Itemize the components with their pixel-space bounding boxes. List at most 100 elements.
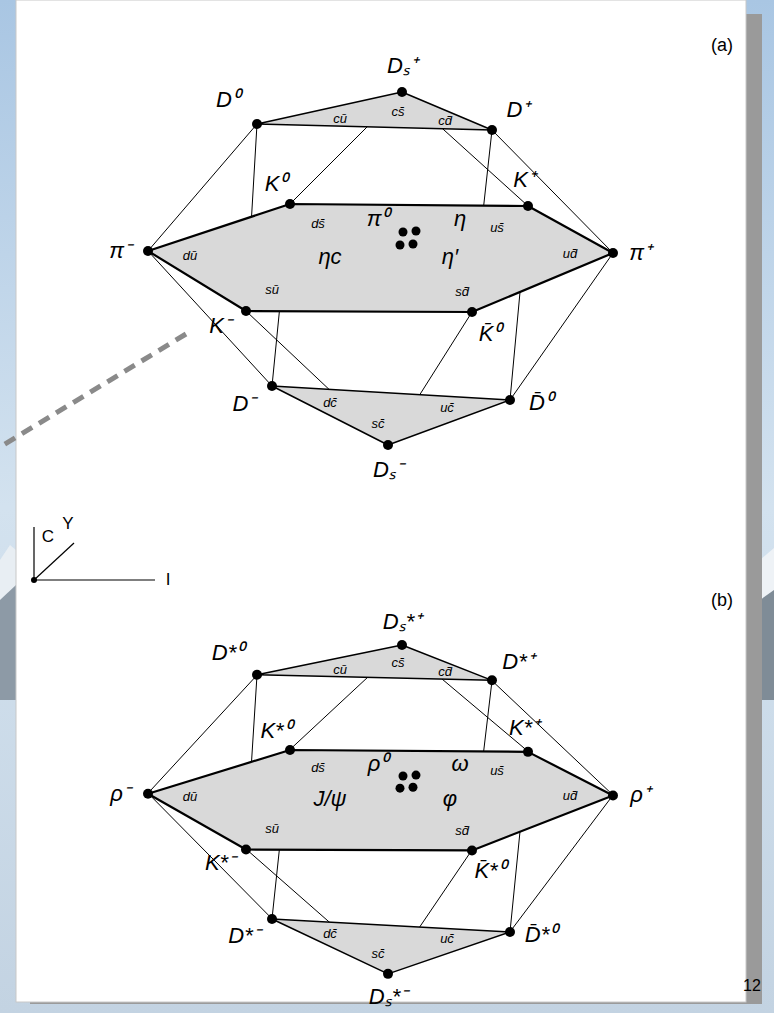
meson-dot — [608, 248, 618, 258]
meson-dot — [411, 770, 420, 779]
plane-outline — [248, 636, 501, 689]
meson-dot — [285, 744, 295, 754]
meson-dot — [487, 125, 497, 135]
meson-label: K⁰ — [265, 171, 288, 196]
meson-name: J/ψ — [313, 786, 346, 811]
plane-shape — [272, 386, 510, 445]
meson-dot — [395, 783, 404, 792]
quark-content: cd̄ — [438, 114, 452, 129]
quark-content: sū — [265, 283, 279, 298]
meson-label: K*⁻ — [205, 850, 235, 875]
axis-label: I — [166, 570, 171, 590]
meson-name: ω — [451, 751, 468, 776]
meson-dot — [397, 640, 407, 650]
axis-y — [34, 543, 74, 580]
quark-content: dc̄ — [323, 396, 337, 411]
quark-content: cd̄ — [438, 665, 452, 680]
charm-plane: cū cs̄ cd̄ — [248, 83, 501, 139]
meson-name: η′ — [442, 244, 458, 269]
meson-label: π⁻ — [109, 238, 131, 263]
page-number: 12 — [743, 977, 761, 995]
quark-content: us̄ — [490, 221, 504, 236]
meson-label: D*⁻ — [228, 923, 259, 948]
meson-dot — [523, 746, 533, 756]
mountain — [760, 590, 774, 700]
plane-outline — [248, 83, 501, 139]
meson-label: Dₛ*⁺ — [383, 609, 421, 634]
meson-dot — [267, 381, 277, 391]
meson-label: π⁺ — [629, 240, 651, 265]
quark-content: ds̄ — [311, 217, 325, 232]
quark-content: sd̄ — [455, 285, 469, 300]
meson-label: ρ⁺ — [630, 782, 650, 807]
quark-content: sd̄ — [455, 824, 469, 839]
meson-dot — [412, 227, 421, 236]
plane-shape — [257, 92, 492, 130]
meson-dot — [241, 306, 251, 316]
quark-content: ud̄ — [563, 789, 577, 804]
dashed-pointer — [0, 334, 186, 447]
meson-dot — [608, 790, 618, 800]
quark-content: ds̄ — [311, 761, 325, 776]
axis-origin — [31, 577, 37, 583]
plane-outline — [263, 377, 519, 454]
meson-name: ηc — [318, 244, 341, 269]
meson-label: Dₛ*⁻ — [369, 984, 407, 1009]
meson-label: K̄⁰ — [479, 321, 502, 346]
meson-dot — [252, 119, 262, 129]
white-panel — [16, 0, 746, 1002]
meson-label: D⁻ — [233, 391, 256, 416]
meson-label: K*⁺ — [509, 715, 539, 740]
meson-dot — [408, 782, 417, 791]
axis-i — [34, 579, 155, 580]
meson-label: Dₛ⁻ — [373, 457, 403, 482]
meson-dot — [396, 241, 405, 250]
meson-dot — [467, 845, 477, 855]
plane-shape — [148, 204, 613, 312]
meson-dot — [241, 844, 251, 854]
meson-dot — [467, 307, 477, 317]
quark-content: cs̄ — [392, 656, 405, 671]
panel-tag: (b) — [711, 590, 733, 611]
meson-dot — [399, 228, 408, 237]
plane-shape — [257, 645, 492, 680]
meson-label: D*⁺ — [502, 649, 533, 674]
quark-content: cs̄ — [392, 105, 405, 120]
meson-label: D*⁰ — [212, 640, 244, 665]
quark-content: sū — [265, 822, 279, 837]
meson-name: π⁰ — [367, 206, 390, 231]
quark-content: cū — [333, 112, 347, 127]
meson-dot — [505, 927, 515, 937]
meson-label: K̄*⁰ — [474, 858, 505, 883]
meson-dot — [487, 676, 497, 686]
meson-name: η — [454, 206, 466, 231]
quark-content: sc̄ — [372, 417, 385, 432]
meson-dot — [383, 969, 393, 979]
anticharm-plane: dc̄uc̄sc̄ — [263, 910, 519, 983]
meson-dot — [267, 914, 277, 924]
quark-content: uc̄ — [440, 932, 454, 947]
light-plane: ds̄ρ⁰ωus̄dūJ/ψφud̄sūsd̄ — [139, 741, 622, 859]
quark-content: uc̄ — [440, 401, 454, 416]
meson-label: D⁺ — [507, 97, 530, 122]
meson-dot — [143, 788, 153, 798]
meson-label: Dₛ⁺ — [387, 53, 417, 78]
meson-label: D⁰ — [216, 87, 240, 112]
axis-label: Y — [62, 514, 73, 534]
quark-content: us̄ — [490, 764, 504, 779]
meson-label: K⁻ — [209, 313, 231, 338]
mountain — [0, 585, 16, 700]
meson-dot — [397, 87, 407, 97]
plane-shape — [148, 749, 613, 849]
meson-dot — [523, 201, 533, 211]
quark-content: dc̄ — [323, 927, 337, 942]
axis-label: C — [42, 527, 54, 547]
meson-label: D̄⁰ — [529, 390, 553, 415]
meson-label: K⁺ — [513, 167, 535, 192]
quark-content: cū — [333, 663, 347, 678]
quark-content: ud̄ — [563, 247, 577, 262]
meson-dot — [505, 395, 515, 405]
anticharm-plane: dc̄ uc̄ sc̄ — [263, 377, 519, 454]
meson-dot — [398, 771, 407, 780]
meson-dot — [285, 199, 295, 209]
